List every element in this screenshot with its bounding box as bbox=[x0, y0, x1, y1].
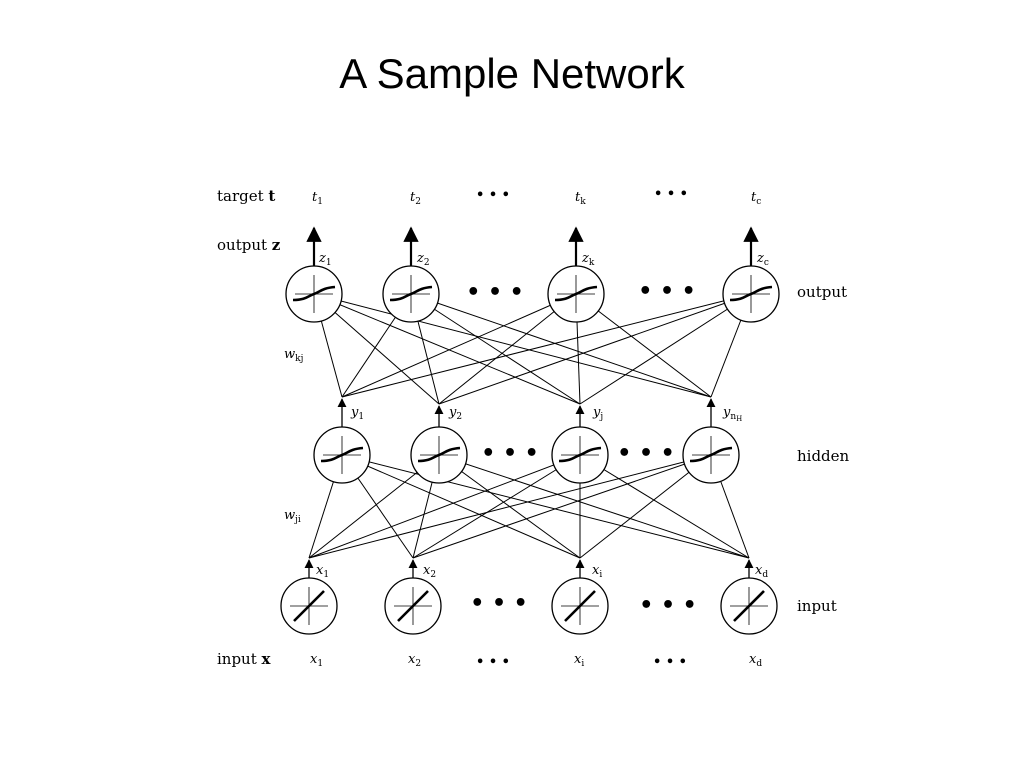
row-label-target: target t bbox=[217, 187, 275, 205]
ellipsis-large: • • • bbox=[481, 441, 539, 466]
sigmoid-icon bbox=[689, 446, 733, 463]
linear-icon bbox=[293, 590, 325, 622]
weight-connection bbox=[341, 454, 750, 559]
hidden-output-label: y2 bbox=[448, 405, 462, 422]
input-arrow-label: xi bbox=[592, 563, 602, 580]
input-label: x2 bbox=[408, 652, 421, 669]
ellipsis-large: • • • bbox=[617, 441, 675, 466]
neuron-nodes bbox=[280, 265, 780, 635]
output-label: zk bbox=[581, 251, 595, 268]
weight-connection bbox=[438, 293, 577, 405]
row-label-input-x: input x bbox=[217, 650, 272, 668]
input-labels: x1 x2 xi xd bbox=[310, 652, 762, 669]
weight-connection bbox=[341, 454, 581, 559]
input-arrow-label: x1 bbox=[316, 563, 329, 580]
ellipsis-marks: • • • • • • • • • • • • • • • • • • • • • • • •… bbox=[466, 187, 697, 670]
target-label: tc bbox=[751, 190, 761, 207]
weight-connection bbox=[438, 454, 750, 559]
sigmoid-icon bbox=[729, 285, 773, 302]
input-label: xd bbox=[749, 652, 762, 669]
weight-label-kj: wkj bbox=[284, 347, 303, 364]
output-label: z1 bbox=[318, 251, 332, 268]
signal-arrows bbox=[304, 226, 759, 578]
ellipsis-small: • • • bbox=[476, 188, 510, 203]
weight-connection bbox=[341, 293, 752, 398]
ellipsis-small: • • • bbox=[654, 187, 688, 202]
output-neuron bbox=[722, 265, 780, 323]
input-neuron bbox=[280, 577, 338, 635]
ellipsis-large: • • • bbox=[639, 593, 697, 618]
ellipsis-large: • • • bbox=[638, 279, 696, 304]
hidden-output-label: y1 bbox=[350, 405, 364, 422]
input-neuron bbox=[551, 577, 609, 635]
sigmoid-icon bbox=[417, 446, 461, 463]
sigmoid-icon bbox=[554, 285, 598, 302]
hidden-neuron bbox=[551, 426, 609, 484]
weight-connection bbox=[410, 293, 712, 398]
ellipsis-small: • • • bbox=[476, 655, 510, 670]
output-neuron bbox=[547, 265, 605, 323]
input-neuron bbox=[384, 577, 442, 635]
output-labels: z1 z2 zk zc bbox=[318, 251, 769, 268]
layer-label-input: input bbox=[797, 597, 837, 615]
target-label: tk bbox=[575, 190, 586, 207]
sigmoid-icon bbox=[389, 285, 433, 302]
input-arrow-label: xd bbox=[755, 563, 768, 580]
target-label: t1 bbox=[312, 190, 323, 207]
layer-label-output: output bbox=[797, 283, 847, 301]
sigmoid-icon bbox=[292, 285, 336, 302]
weight-connection bbox=[308, 454, 581, 559]
sigmoid-icon bbox=[320, 446, 364, 463]
linear-icon bbox=[397, 590, 429, 622]
weight-connection bbox=[308, 454, 712, 559]
weight-connection bbox=[412, 454, 712, 559]
output-neuron bbox=[382, 265, 440, 323]
ellipsis-large: • • • bbox=[470, 591, 528, 616]
output-label: z2 bbox=[416, 251, 430, 268]
slide-title: A Sample Network bbox=[339, 50, 685, 97]
sigmoid-icon bbox=[558, 446, 602, 463]
target-labels: t1 t2 tk tc bbox=[312, 190, 761, 207]
weight-connection bbox=[438, 293, 752, 405]
input-neuron bbox=[720, 577, 778, 635]
layer-label-hidden: hidden bbox=[797, 447, 850, 465]
input-label: x1 bbox=[310, 652, 323, 669]
hidden-output-label: yj bbox=[592, 405, 603, 422]
weight-connection bbox=[313, 293, 581, 405]
output-label: zc bbox=[756, 251, 769, 268]
weight-label-ji: wji bbox=[284, 508, 301, 525]
input-arrow-label: x2 bbox=[423, 563, 436, 580]
weight-connection bbox=[341, 293, 577, 398]
weight-connection bbox=[579, 293, 752, 405]
linear-icon bbox=[564, 590, 596, 622]
hidden-neuron bbox=[410, 426, 468, 484]
input-label: xi bbox=[574, 652, 584, 669]
linear-icon bbox=[733, 590, 765, 622]
connection-lines bbox=[308, 293, 752, 559]
hidden-neuron bbox=[313, 426, 371, 484]
weight-connection bbox=[410, 293, 581, 405]
weight-connection bbox=[412, 454, 581, 559]
row-label-output-z: output z bbox=[217, 236, 281, 254]
ellipsis-small: • • • bbox=[653, 655, 687, 670]
output-neuron bbox=[285, 265, 343, 323]
hidden-output-label: ynH bbox=[722, 405, 742, 423]
target-label: t2 bbox=[410, 190, 421, 207]
hidden-neuron bbox=[682, 426, 740, 484]
input-arrow-labels: x1 x2 xi xd bbox=[316, 563, 768, 580]
weight-connection bbox=[579, 454, 750, 559]
ellipsis-large: • • • bbox=[466, 280, 524, 305]
hidden-output-labels: y1 y2 yj ynH bbox=[350, 405, 742, 423]
